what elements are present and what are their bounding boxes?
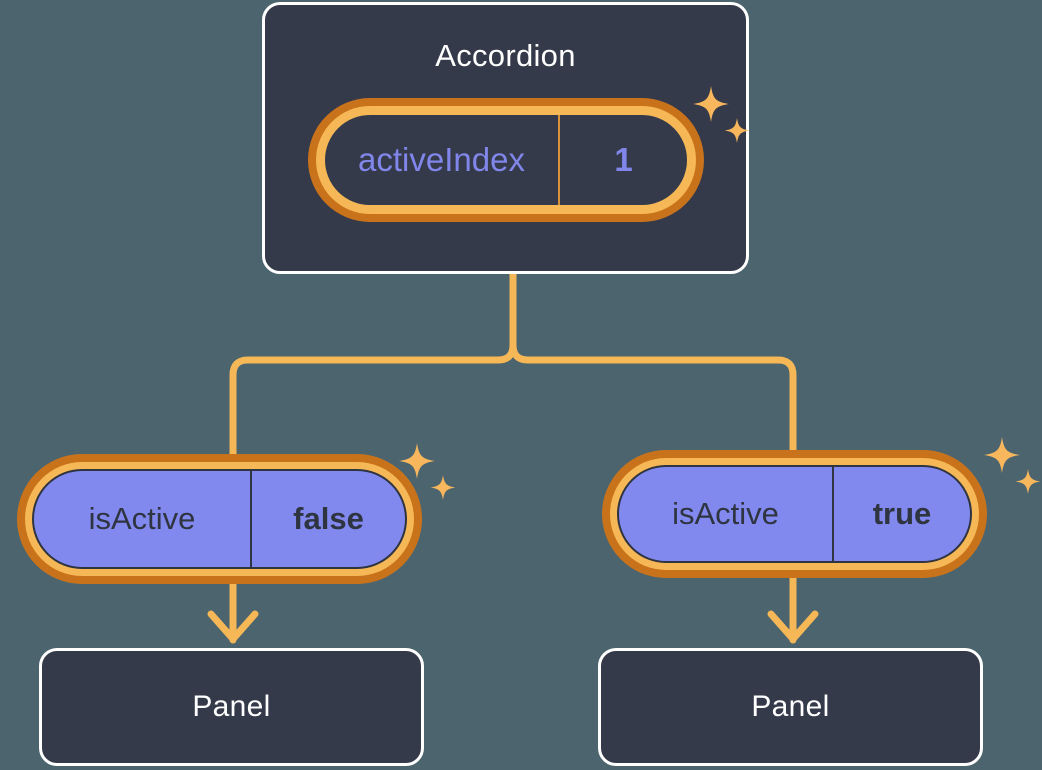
state-pill-active-index[interactable]: activeIndex 1 <box>308 98 704 222</box>
prop-value-label: true <box>872 496 932 531</box>
prop-value-label: false <box>293 501 364 536</box>
pill-body: isActive false <box>32 469 407 569</box>
sparkle-small-icon <box>1015 469 1041 494</box>
sparkle-decoration-right <box>984 437 1041 494</box>
pill-body: activeIndex 1 <box>323 113 689 207</box>
accordion-title: Accordion <box>435 38 576 73</box>
state-key-label: activeIndex <box>325 115 560 205</box>
sparkle-large-icon <box>984 437 1020 473</box>
sparkle-small-icon <box>430 475 456 500</box>
prop-key-label: isActive <box>619 467 834 561</box>
connector-root-to-right <box>509 270 797 462</box>
panel-right-title: Panel <box>751 690 830 723</box>
prop-key-label: isActive <box>34 471 252 567</box>
arrow-head-left-icon <box>207 610 259 643</box>
prop-pill-is-active-false[interactable]: isActive false <box>17 454 422 584</box>
pill-body: isActive true <box>617 465 972 563</box>
panel-left-title: Panel <box>192 690 271 723</box>
pill-ring-inner: isActive false <box>25 462 414 576</box>
arrow-head-right-icon <box>767 610 819 643</box>
pill-ring-inner: isActive true <box>610 458 979 570</box>
connector-root-to-left <box>229 270 517 466</box>
panel-right-node[interactable]: Panel <box>598 648 983 766</box>
panel-left-node[interactable]: Panel <box>39 648 424 766</box>
prop-pill-is-active-true[interactable]: isActive true <box>602 450 987 578</box>
pill-ring-inner: activeIndex 1 <box>316 106 696 214</box>
state-value-label: 1 <box>614 141 633 178</box>
